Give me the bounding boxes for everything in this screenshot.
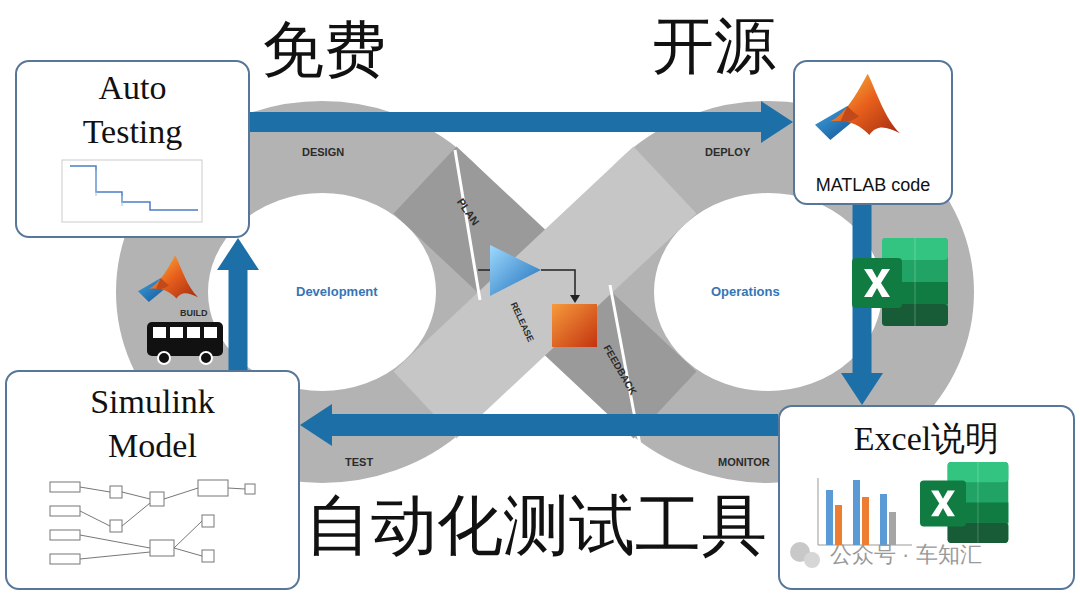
bar-chart xyxy=(880,494,887,545)
box-label: Simulink Model xyxy=(58,380,248,468)
box-label: MATLAB code xyxy=(803,174,943,197)
stage-label: Operations xyxy=(711,285,780,300)
bus-icon xyxy=(200,352,212,364)
bar-chart xyxy=(889,512,896,545)
model-diagram xyxy=(110,520,122,532)
simulink-blocks xyxy=(478,245,597,347)
model-diagram xyxy=(50,554,80,564)
excel-icon xyxy=(920,462,1008,543)
bar-chart xyxy=(826,490,833,545)
stage-label: TEST xyxy=(345,456,373,469)
bus-icon xyxy=(158,352,170,364)
model-diagram xyxy=(202,550,214,562)
flow-arrow xyxy=(332,414,778,436)
model-diagram xyxy=(50,480,255,564)
stage-label: FEEDBACK xyxy=(601,343,639,397)
infinity-loop xyxy=(455,150,480,300)
stage-label: DEPLOY xyxy=(705,146,750,159)
wechat-icon xyxy=(790,542,810,562)
bus-icon xyxy=(147,322,223,364)
bus-icon xyxy=(147,322,223,356)
model-diagram xyxy=(50,482,80,492)
box-label: Auto Testing xyxy=(53,66,213,154)
wechat-icon xyxy=(804,552,820,568)
bus-icon xyxy=(187,327,200,338)
stage-label: PLAN xyxy=(454,196,482,228)
heading-text: 免费 xyxy=(262,14,386,85)
bar-chart xyxy=(835,505,842,545)
bar-chart xyxy=(818,478,912,545)
infinity-loop xyxy=(425,180,665,405)
process-box: Auto Testing xyxy=(15,60,250,238)
excel-icon xyxy=(852,238,948,326)
bar-chart xyxy=(818,478,819,545)
matlab-logo xyxy=(815,74,900,140)
stage-label: Development xyxy=(296,285,378,300)
model-diagram xyxy=(110,486,122,498)
test-plot xyxy=(62,160,202,222)
stage-label: BUILD xyxy=(180,308,208,318)
watermark: 公众号 · 车知汇 xyxy=(830,542,982,567)
model-diagram xyxy=(50,530,80,540)
bar-chart xyxy=(853,480,860,545)
matlab-logo xyxy=(138,74,900,302)
simulink-blocks xyxy=(541,270,575,296)
stage-label: DESIGN xyxy=(302,146,344,159)
bus-icon xyxy=(204,327,217,338)
heading-text: 开源 xyxy=(652,10,776,81)
model-diagram xyxy=(198,480,228,496)
model-diagram xyxy=(202,515,214,527)
test-plot xyxy=(70,166,198,210)
simulink-blocks xyxy=(478,269,490,271)
model-diagram xyxy=(150,540,174,556)
flow-arrow xyxy=(229,270,248,370)
wechat-icon xyxy=(790,542,820,568)
flow-arrow xyxy=(250,112,761,132)
flow-arrow xyxy=(853,205,872,373)
test-plot xyxy=(62,160,202,222)
simulink-blocks xyxy=(552,304,597,347)
model-diagram xyxy=(245,484,255,494)
matlab-logo xyxy=(138,255,198,302)
heading-text: 自动化测试工具 xyxy=(305,488,767,564)
model-diagram xyxy=(50,506,80,516)
bus-icon xyxy=(170,327,183,338)
model-diagram xyxy=(80,487,245,559)
bar-chart xyxy=(862,497,869,545)
infinity-loop xyxy=(425,180,665,405)
process-box: Simulink Model xyxy=(5,370,300,590)
simulink-blocks xyxy=(570,295,580,303)
box-label: Excel说明 xyxy=(807,417,1047,461)
infinity-loop xyxy=(250,150,330,220)
stage-label: MONITOR xyxy=(718,456,770,469)
process-box: MATLAB code xyxy=(793,60,953,205)
bus-icon xyxy=(153,327,166,338)
test-plot xyxy=(96,170,122,206)
stage-label: RELEASE xyxy=(508,301,535,344)
model-diagram xyxy=(150,492,164,506)
excel-icon xyxy=(852,238,1008,543)
simulink-blocks xyxy=(490,245,541,296)
